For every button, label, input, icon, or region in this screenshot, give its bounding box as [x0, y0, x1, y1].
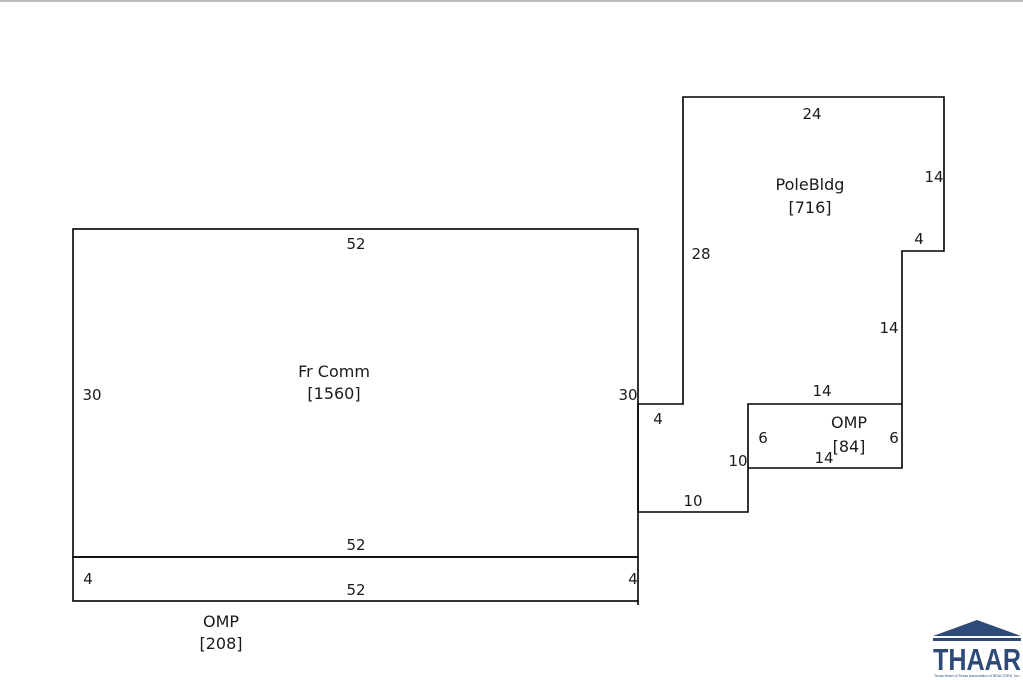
omp-side-label: OMP — [831, 413, 867, 432]
pole-bldg-label: PoleBldg — [776, 175, 845, 194]
dim-fr-comm-right: 30 — [618, 386, 637, 404]
dim-omp-side-top: 14 — [812, 382, 831, 400]
dim-omp-front-left: 4 — [83, 570, 93, 588]
thaar-logo: THAAR Texas Heart of Texas Association o… — [933, 620, 1021, 678]
dim-pole-step-small: 4 — [653, 410, 663, 428]
omp-front-area: [208] — [199, 634, 242, 653]
fr-comm-area: [1560] — [307, 384, 360, 403]
dim-pole-top: 24 — [802, 105, 821, 123]
dim-fr-comm-left: 30 — [82, 386, 101, 404]
dim-pole-step-vertical: 10 — [728, 452, 747, 470]
dim-omp-side-bottom: 14 — [814, 449, 833, 467]
omp-side-area: [84] — [833, 437, 866, 456]
dim-fr-comm-top: 52 — [346, 235, 365, 253]
dim-pole-right-upper: 14 — [924, 168, 943, 186]
dim-omp-side-left: 6 — [758, 429, 768, 447]
logo-text: THAAR — [933, 642, 1021, 677]
pole-bldg-area: [716] — [788, 198, 831, 217]
omp-front-outline — [72, 556, 639, 602]
logo-bar — [933, 638, 1021, 641]
dim-pole-bottom: 10 — [683, 492, 702, 510]
pole-bldg-outline — [637, 96, 945, 513]
dim-omp-front-right: 4 — [628, 570, 638, 588]
logo-subtext: Texas Heart of Texas Association of REAL… — [934, 673, 1020, 678]
dim-pole-right-lower: 14 — [879, 319, 898, 337]
dim-fr-comm-bottom: 52 — [346, 536, 365, 554]
dim-pole-notch: 4 — [914, 230, 924, 248]
dim-omp-side-right: 6 — [889, 429, 899, 447]
dim-omp-front-bottom: 52 — [346, 581, 365, 599]
fr-comm-label: Fr Comm — [298, 362, 370, 381]
omp-front-label: OMP — [203, 612, 239, 631]
omp-side-outline — [747, 403, 902, 468]
logo-roof-icon — [933, 620, 1021, 636]
dim-pole-left: 28 — [691, 245, 710, 263]
